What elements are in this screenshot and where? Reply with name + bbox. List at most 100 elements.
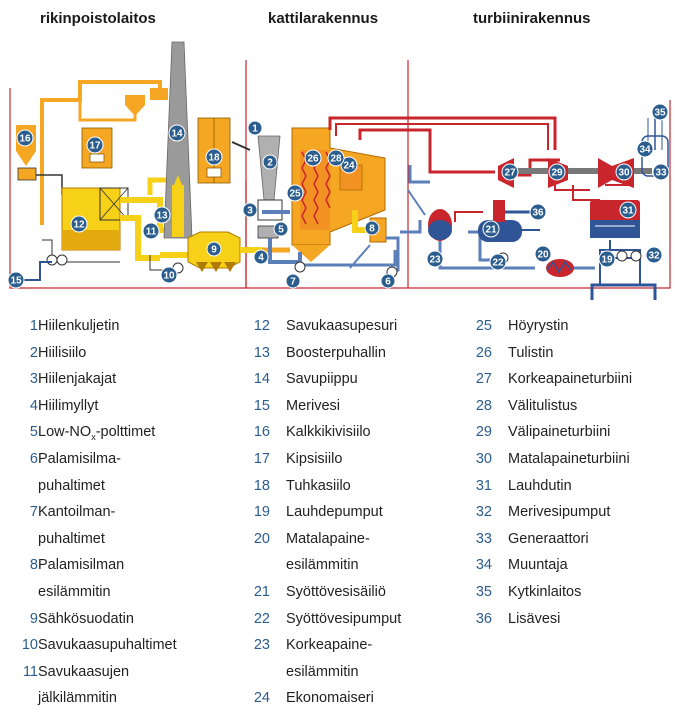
marker-19: 19 <box>598 250 616 268</box>
marker-28: 28 <box>327 149 345 167</box>
legend-label: puhaltimet <box>38 530 105 547</box>
marker-4: 4 <box>253 249 269 265</box>
marker-circle <box>286 184 304 202</box>
legend-number: 33 <box>475 530 492 547</box>
marker-circle <box>529 203 547 221</box>
marker-circle <box>482 220 500 238</box>
marker-33: 33 <box>652 163 670 181</box>
marker-label: 8 <box>369 224 375 235</box>
legend-number: 1 <box>29 318 38 334</box>
legend-label: Kipsisiilo <box>286 451 343 467</box>
legend-label: Savukaasujen <box>38 663 130 680</box>
legend-label: Merivesi <box>286 397 340 414</box>
legend-number: 6 <box>29 451 38 467</box>
marker-label: 18 <box>208 153 220 164</box>
marker-label: 5 <box>278 225 284 236</box>
legend-label: Savukaasupuhaltimet <box>38 637 177 654</box>
legend-label: Höyrystin <box>508 318 569 334</box>
section-title-turbiinirakennus: turbiinirakennus <box>473 10 591 27</box>
desulphurization-unit <box>16 80 187 266</box>
marker-9: 9 <box>206 241 222 257</box>
legend-number: 20 <box>253 530 270 547</box>
legend-number: 4 <box>29 397 38 414</box>
marker-label: 26 <box>307 154 319 165</box>
legend-label: Palamisilma- <box>38 451 121 467</box>
marker-16: 16 <box>16 129 34 147</box>
marker-6: 6 <box>380 273 396 289</box>
legend-number: 2 <box>29 344 38 361</box>
legend-label: Muuntaja <box>508 557 568 574</box>
marker-label: 35 <box>654 108 666 119</box>
marker-circle <box>285 273 301 289</box>
marker-circle <box>16 129 34 147</box>
marker-circle <box>489 253 507 271</box>
marker-label: 17 <box>89 141 101 152</box>
legend-number: 19 <box>253 504 270 521</box>
legend-label: Korkeapaine- <box>286 637 373 654</box>
marker-label: 32 <box>648 251 660 262</box>
legend-label: esilämmitin <box>38 583 111 600</box>
marker-14: 14 <box>168 124 186 142</box>
marker-label: 9 <box>211 245 217 256</box>
legend-number: 32 <box>475 504 492 521</box>
legend-label: Hiilimyllyt <box>38 397 99 414</box>
marker-18: 18 <box>205 148 223 166</box>
marker-circle <box>534 245 552 263</box>
marker-label: 31 <box>622 206 634 217</box>
legend-label: Generaattori <box>508 530 589 547</box>
marker-label: 13 <box>156 211 168 222</box>
marker-8: 8 <box>364 220 380 236</box>
section-title-kattilarakennus: kattilarakennus <box>268 10 379 27</box>
marker-label: 33 <box>655 168 667 179</box>
marker-5: 5 <box>273 221 289 237</box>
marker-label: 36 <box>532 208 544 219</box>
legend-label: Kytkinlaitos <box>508 584 582 600</box>
marker-label: 34 <box>639 145 651 156</box>
legend-number: 15 <box>253 397 270 414</box>
marker-circle <box>340 156 358 174</box>
marker-circle <box>651 103 669 121</box>
legend-label: Palamisilman <box>38 557 125 574</box>
legend-label: Sähkösuodatin <box>38 610 134 627</box>
marker-circle <box>380 273 396 289</box>
marker-22: 22 <box>489 253 507 271</box>
marker-31: 31 <box>619 201 637 219</box>
legend-label: Ekonomaiseri <box>286 690 374 707</box>
legend-number: 11 <box>22 663 38 680</box>
marker-13: 13 <box>153 206 171 224</box>
legend-label: Tulistin <box>508 344 554 361</box>
marker-circle <box>273 221 289 237</box>
legend-number: 29 <box>475 424 492 441</box>
marker-1: 1 <box>247 120 263 136</box>
marker-circle <box>70 215 88 233</box>
marker-label: 15 <box>10 276 22 287</box>
legend-label: Savupiippu <box>286 371 358 388</box>
marker-3: 3 <box>242 202 258 218</box>
legend-number: 21 <box>253 584 270 600</box>
marker-circle <box>86 136 104 154</box>
marker-36: 36 <box>529 203 547 221</box>
legend-number: 18 <box>253 477 270 494</box>
legend-label: Boosterpuhallin <box>286 344 386 361</box>
marker-circle <box>242 202 258 218</box>
section-title-rikinpoistolaitos: rikinpoistolaitos <box>40 10 156 27</box>
legend-number: 3 <box>29 371 38 388</box>
legend-label: Kantoilman- <box>38 504 116 521</box>
legend-number: 31 <box>475 477 492 494</box>
marker-label: 1 <box>252 124 258 135</box>
marker-circle <box>598 250 616 268</box>
marker-circle <box>548 163 566 181</box>
marker-label: 21 <box>485 225 497 236</box>
marker-circle <box>160 266 178 284</box>
building-outlines <box>9 60 671 289</box>
marker-circle <box>426 250 444 268</box>
marker-circle <box>168 124 186 142</box>
marker-label: 20 <box>537 250 549 261</box>
legend-label: esilämmitin <box>286 663 359 680</box>
marker-label: 12 <box>73 220 85 231</box>
legend-number: 10 <box>21 637 38 654</box>
legend-label: esilämmitin <box>286 557 359 574</box>
power-plant-diagram: 1234567891011121314151617181920212223242… <box>7 41 671 300</box>
legend-number: 8 <box>29 557 38 574</box>
marker-25: 25 <box>286 184 304 202</box>
